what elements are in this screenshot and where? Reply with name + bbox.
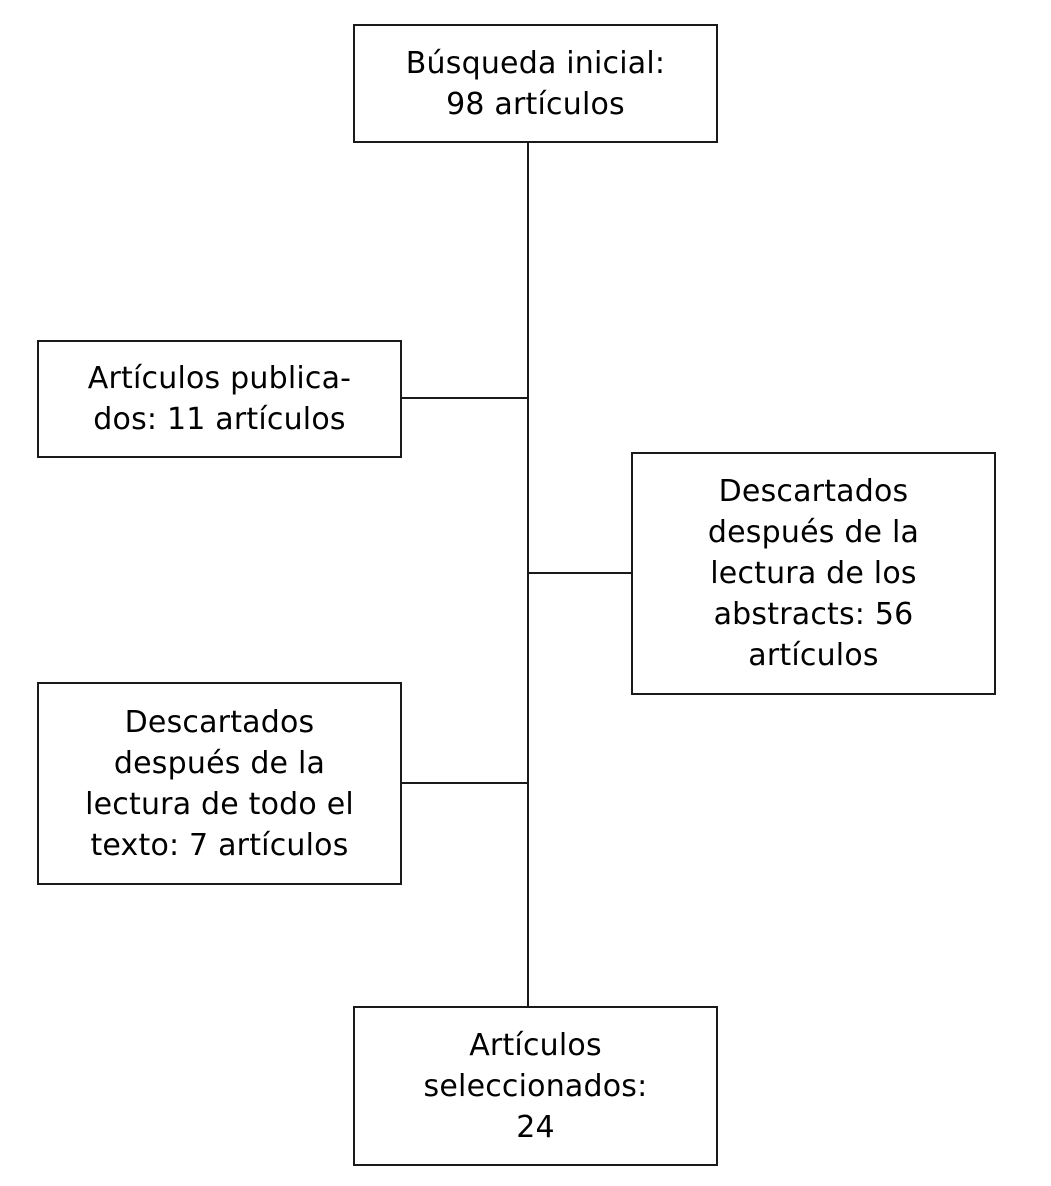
node-discarded-after-fulltext-label: Descartados después de la lectura de tod… [85,704,354,863]
node-initial-search-label: Búsqueda inicial: 98 artículos [405,45,666,122]
node-selected-articles: Artículos seleccionados: 24 [353,1006,718,1166]
node-discarded-after-abstracts-label: Descartados después de la lectura de los… [707,474,920,673]
node-selected-articles-label: Artículos seleccionados: 24 [423,1027,648,1145]
node-published-articles: Artículos publica- dos: 11 artículos [37,340,402,458]
branch-connector-abstracts [527,572,632,574]
branch-connector-published [402,397,529,399]
trunk-connector-vertical [527,143,529,1007]
node-initial-search: Búsqueda inicial: 98 artículos [353,24,718,143]
node-discarded-after-fulltext: Descartados después de la lectura de tod… [37,682,402,885]
node-published-articles-label: Artículos publica- dos: 11 artículos [87,361,352,437]
node-discarded-after-abstracts: Descartados después de la lectura de los… [631,452,996,695]
branch-connector-fulltext [402,782,529,784]
